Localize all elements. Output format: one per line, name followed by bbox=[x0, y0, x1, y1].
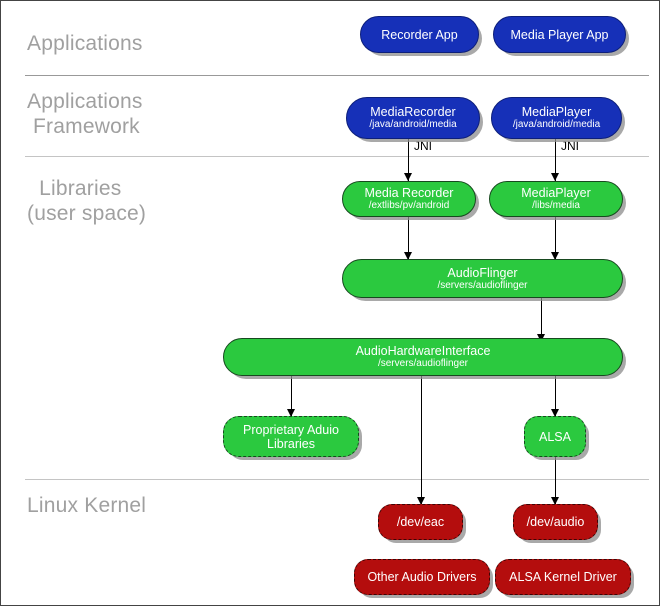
node-alsa-title: ALSA bbox=[539, 429, 571, 444]
connector-media-recorder-to-audioflinger bbox=[408, 216, 410, 260]
connector-mediaplayer-lib-to-audioflinger bbox=[555, 216, 557, 260]
connector-ahi-to-dev-eac bbox=[421, 375, 423, 505]
arrowhead-ahi-to-proprietary-audio-libraries bbox=[287, 409, 295, 417]
node-dev-eac[interactable]: /dev/eac bbox=[378, 504, 463, 540]
connector-audioflinger-to-audiohardwareinterface bbox=[541, 298, 543, 342]
node-mediaplayer-framework-title: MediaPlayer bbox=[521, 105, 592, 119]
node-mediaplayer-lib[interactable]: MediaPlayer /libs/media bbox=[489, 181, 623, 217]
node-media-recorder-lib-title: Media Recorder bbox=[364, 186, 454, 200]
arrowhead-alsa-to-dev-audio bbox=[551, 497, 559, 505]
node-mediaplayer-lib-title: MediaPlayer bbox=[521, 186, 591, 200]
node-other-audio-drivers-title: Other Audio Drivers bbox=[367, 570, 477, 584]
node-other-audio-drivers[interactable]: Other Audio Drivers bbox=[354, 559, 490, 595]
node-audioflinger[interactable]: AudioFlinger /servers/audioflinger bbox=[342, 259, 623, 298]
node-proprietary-audio-libraries[interactable]: Proprietary Aduio Libraries bbox=[223, 416, 359, 457]
arrowhead-mediaplayer-lib-to-audioflinger bbox=[551, 252, 559, 260]
node-alsa[interactable]: ALSA bbox=[524, 416, 586, 457]
arrowhead-mediarecorder-to-media-recorder bbox=[404, 173, 412, 181]
node-mediarecorder-framework[interactable]: MediaRecorder /java/android/media bbox=[346, 97, 480, 139]
layer-label-libraries: Libraries (user space) bbox=[27, 177, 147, 225]
divider-kernel bbox=[25, 479, 649, 480]
node-dev-audio-title: /dev/audio bbox=[526, 515, 585, 529]
node-mediaplayer-framework-path: /java/android/media bbox=[512, 119, 601, 130]
arrowhead-ahi-to-alsa bbox=[551, 409, 559, 417]
layer-label-linux-kernel: Linux Kernel bbox=[27, 494, 147, 517]
node-recorder-app[interactable]: Recorder App bbox=[360, 16, 479, 53]
divider-applications bbox=[25, 75, 649, 76]
node-audioflinger-title: AudioFlinger bbox=[447, 265, 518, 280]
node-media-recorder-lib-path: /extlibs/pv/android bbox=[368, 200, 450, 211]
node-audiohardwareinterface-title: AudioHardwareInterface bbox=[355, 344, 491, 358]
node-mediaplayer-lib-path: /libs/media bbox=[532, 200, 580, 211]
node-mediarecorder-framework-title: MediaRecorder bbox=[370, 105, 456, 119]
edge-label-jni-player: JNI bbox=[561, 139, 579, 153]
node-audioflinger-path: /servers/audioflinger bbox=[437, 279, 528, 291]
layer-label-applications-framework: Applications Framework bbox=[27, 90, 143, 138]
node-alsa-kernel-driver-title: ALSA Kernel Driver bbox=[509, 570, 617, 584]
connector-ahi-to-alsa bbox=[555, 375, 557, 417]
arrowhead-ahi-to-dev-eac bbox=[417, 497, 425, 505]
node-recorder-app-title: Recorder App bbox=[381, 27, 458, 42]
node-mediarecorder-framework-path: /java/android/media bbox=[369, 119, 457, 130]
connector-mediaplayer-to-mediaplayer-lib bbox=[555, 139, 557, 181]
node-dev-eac-title: /dev/eac bbox=[396, 515, 445, 529]
node-audiohardwareinterface[interactable]: AudioHardwareInterface /servers/audiofli… bbox=[223, 338, 623, 376]
node-alsa-kernel-driver[interactable]: ALSA Kernel Driver bbox=[495, 559, 631, 595]
node-media-player-app[interactable]: Media Player App bbox=[493, 16, 626, 53]
node-audiohardwareinterface-path: /servers/audioflinger bbox=[377, 358, 469, 369]
edge-label-jni-recorder: JNI bbox=[414, 139, 432, 153]
connector-ahi-to-proprietary-audio-libraries bbox=[291, 375, 293, 417]
divider-framework bbox=[25, 156, 649, 157]
node-media-player-app-title: Media Player App bbox=[510, 27, 609, 42]
node-media-recorder-lib[interactable]: Media Recorder /extlibs/pv/android bbox=[342, 181, 476, 217]
node-dev-audio[interactable]: /dev/audio bbox=[513, 504, 598, 540]
node-proprietary-audio-libraries-title: Proprietary Aduio Libraries bbox=[243, 422, 339, 451]
layer-label-applications: Applications bbox=[27, 32, 143, 55]
connector-mediarecorder-to-media-recorder bbox=[408, 139, 410, 181]
arrowhead-mediaplayer-to-mediaplayer-lib bbox=[551, 173, 559, 181]
connector-alsa-to-dev-audio bbox=[555, 457, 557, 505]
node-mediaplayer-framework[interactable]: MediaPlayer /java/android/media bbox=[491, 97, 622, 139]
arrowhead-media-recorder-to-audioflinger bbox=[404, 252, 412, 260]
